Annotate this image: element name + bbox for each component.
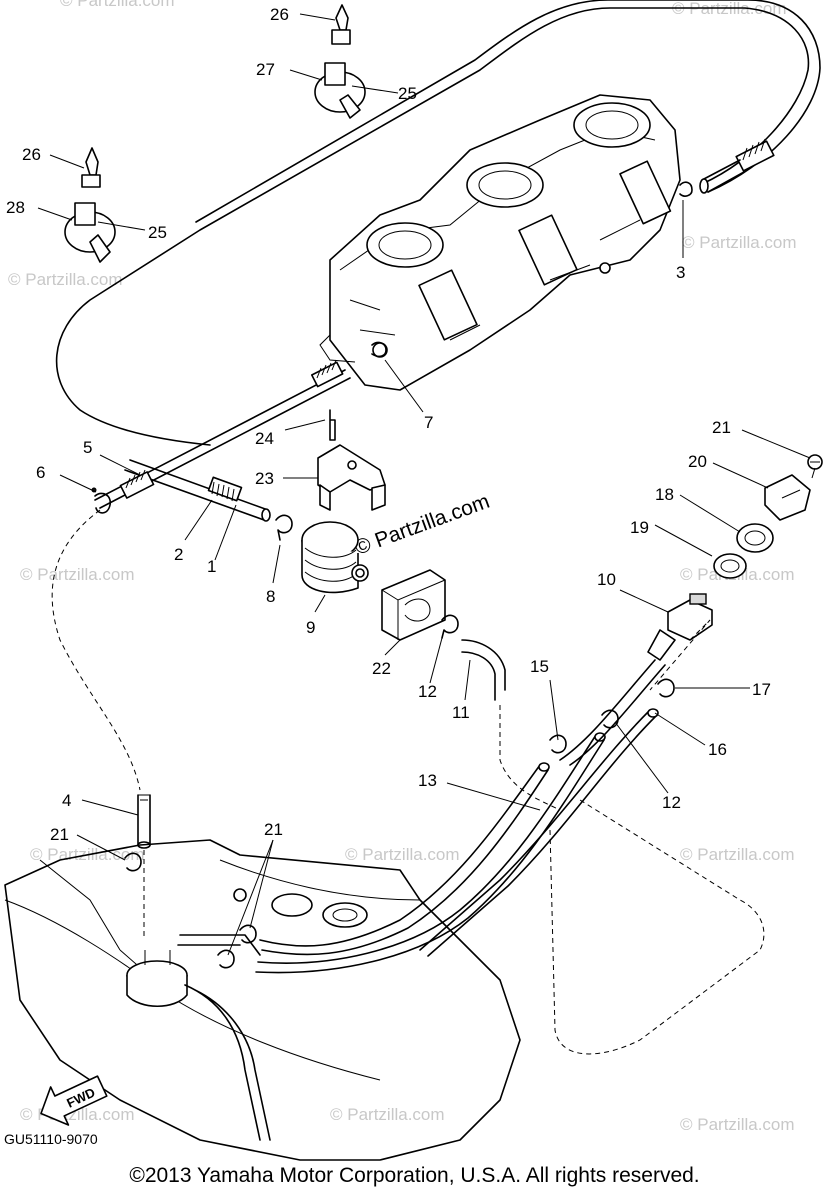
callout-3: 3 [676,263,685,282]
hose-loop-inner [195,0,821,223]
route-right [549,799,765,1055]
hose-11 [461,639,506,701]
watermark: © Partzilla.com [680,845,795,864]
fwd-arrow-icon: FWD [40,1075,108,1126]
hose-13a [259,764,549,956]
callout-23: 23 [255,469,274,488]
hose-11-route [499,705,561,811]
holder-22 [381,569,446,641]
hose-4 [137,794,151,846]
nut-17 [736,523,774,553]
callout-24: 24 [255,429,274,448]
screw-20 [807,454,823,479]
watermark: © Partzilla.com [682,233,797,252]
watermark: © Partzilla.com [672,0,787,18]
callout-14: 15 [530,657,549,676]
callout-12a: 12 [418,682,437,701]
tie-group-mid [64,147,116,263]
callout-10: 10 [597,570,616,589]
callout-13: 13 [418,771,437,790]
callout-26b: 26 [22,145,41,164]
callout-12b: 12 [662,793,681,812]
callout-25b: 25 [148,223,167,242]
hose-13b [255,734,605,974]
callout-5: 5 [83,438,92,457]
route-right-2 [649,619,711,691]
callout-6: 6 [36,463,45,482]
callout-9: 9 [306,618,315,637]
callout-26: 26 [270,5,289,24]
callout-22: 22 [372,659,391,678]
callouts: 26 27 25 26 28 25 3 7 24 23 5 6 2 1 8 9 … [6,5,771,844]
clip-3 [679,181,693,197]
callout-16: 17 [752,680,771,699]
callout-20: 21 [712,418,731,437]
fuel-filter-9 [301,521,369,594]
copyright-notice: ©2013 Yamaha Motor Corporation, U.S.A. A… [129,1164,700,1187]
callout-19: 20 [688,452,707,471]
callout-15: 16 [708,740,727,759]
callout-25: 25 [398,84,417,103]
callout-1: 1 [207,557,216,576]
watermark: © Partzilla.com [60,0,175,10]
clip-14 [549,734,567,754]
clip-21b [239,924,257,944]
carburetor-assembly [319,94,681,391]
fuel-tank [4,839,521,1161]
clip-21c [217,949,235,969]
fuel-cock-10 [647,593,713,661]
hose-1 [129,459,269,511]
clip-12b [601,709,619,729]
seal-18 [713,553,747,579]
hose-4-route [51,509,141,791]
callout-2: 2 [174,545,183,564]
watermark: © Partzilla.com [20,565,135,584]
callout-11: 11 [452,703,470,722]
knob-19 [764,474,811,521]
leader-lines [37,13,811,956]
hose-loop-outer [55,7,810,446]
watermark: © Partzilla.com [8,270,123,289]
watermark: © Partzilla.com [345,845,460,864]
hose-15 [419,709,657,957]
callout-28: 28 [6,198,25,217]
clip-6 [94,492,112,514]
callout-17: 18 [655,485,674,504]
clip-7 [371,341,387,358]
callout-21a: 21 [50,825,69,844]
callout-18: 19 [630,518,649,537]
watermark: © Partzilla.com [330,1105,445,1124]
bracket-23 [317,409,386,511]
callout-27: 27 [256,60,275,79]
watermark: © Partzilla.com [680,1115,795,1134]
callout-8: 8 [266,587,275,606]
clip-12a [441,614,459,639]
clip-21a [124,852,142,872]
callout-4: 4 [62,791,71,810]
tie-group-top [314,4,366,119]
callout-7: 7 [424,413,433,432]
diagram-code: GU51110-9070 [4,1131,98,1147]
callout-21b: 21 [264,820,283,839]
spring-guards [119,138,775,502]
clip-16 [657,678,675,698]
clip-8 [275,514,293,541]
